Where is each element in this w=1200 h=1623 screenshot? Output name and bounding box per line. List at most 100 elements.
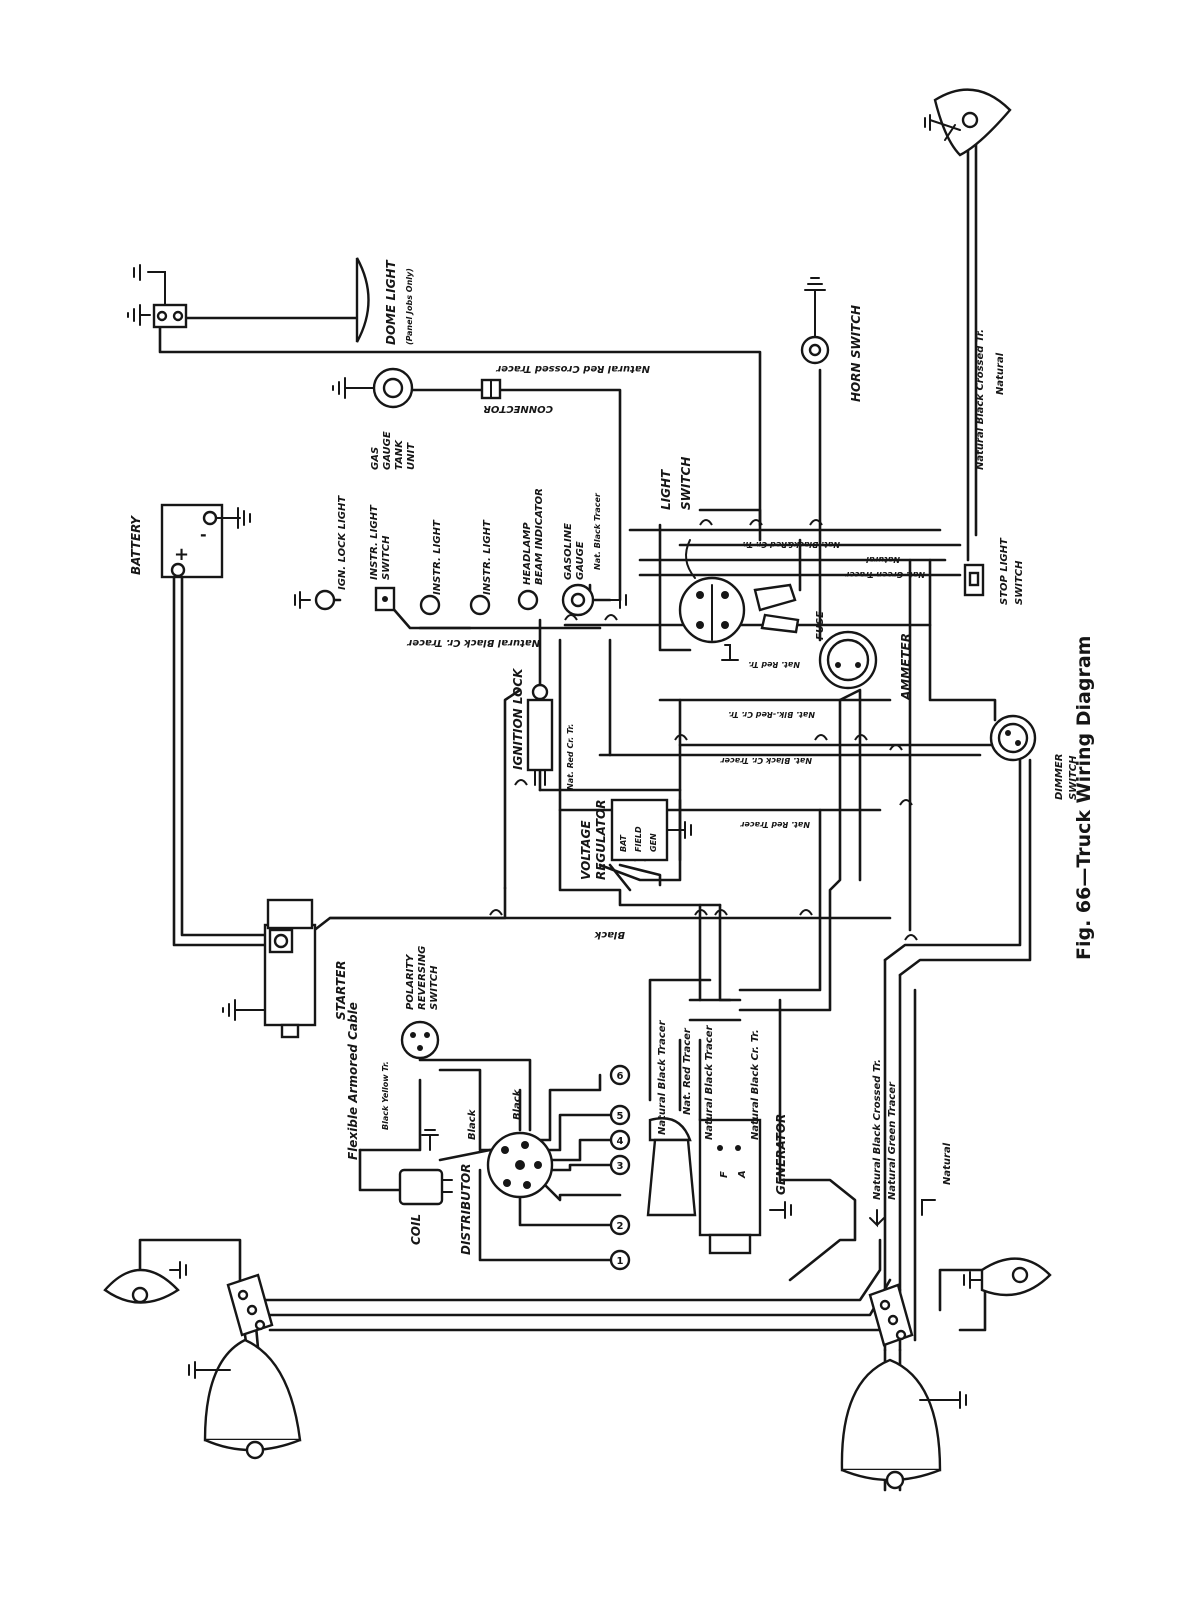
wire-nat-red-tr: Nat. Red Tr. [748, 660, 800, 669]
tank-label: TANK [394, 439, 405, 470]
fuse-label: FUSE [815, 611, 826, 640]
ammeter-label: AMMETER [899, 633, 913, 701]
wire-natural-top: Natural [995, 352, 1006, 395]
gasoline-gauge-label-2: GAUGE [575, 541, 586, 580]
wire-nat-red-tracer-2: Nat. Red Tracer [682, 1027, 693, 1115]
instr-light-label-1: INSTR. LIGHT [432, 519, 443, 595]
terminal-6: 6 [609, 1064, 631, 1086]
coil-label: COIL [409, 1214, 423, 1245]
wire-flexible-armored-cable: Flexible Armored Cable [346, 1002, 360, 1160]
svg-text:6: 6 [617, 1071, 624, 1082]
ignition-lock-label: IGNITION LOCK [511, 667, 525, 770]
wire-natural-red-crossed-tracer: Natural Red Crossed Tracer [495, 363, 650, 374]
svg-text:5: 5 [617, 1111, 624, 1122]
terminal-5: 5 [609, 1104, 631, 1126]
wire-natural-1: Natural [866, 555, 900, 564]
dome-light-label: DOME LIGHT [384, 260, 398, 345]
ammeter: AMMETER [818, 630, 913, 701]
stop-light-switch: STOP LIGHT SWITCH [963, 537, 1025, 605]
wire-natural-black-crossed-tr-top: Natural Black Crossed Tr. [975, 329, 986, 470]
battery-label: BATTERY [129, 515, 143, 575]
dimmer-switch: DIMMER SWITCH [989, 714, 1079, 800]
polarity-switch-label-1: POLARITY [405, 953, 416, 1010]
wire-natural-black-crossed-tr-bottom: Natural Black Crossed Tr. [872, 1059, 883, 1200]
wire-natural-bottom: Natural [942, 1142, 953, 1185]
starter-label: STARTER [334, 960, 348, 1020]
svg-text:4: 4 [617, 1136, 624, 1147]
dome-light: DOME LIGHT (Panel Jobs Only) [127, 257, 414, 345]
gauge-label: GAUGE [382, 431, 393, 470]
unit-label: UNIT [406, 442, 417, 470]
wire-nat-green-tracer: Nat. Green Tracer [844, 570, 925, 579]
starter: STARTER [222, 898, 348, 1039]
dimmer-switch-label-1: DIMMER [1054, 754, 1065, 800]
dash-lamps: IGN. LOCK LIGHT INSTR. LIGHT SWITCH INST… [294, 488, 627, 617]
gen-f-label: F [719, 1171, 730, 1178]
distributor: DISTRIBUTOR [459, 1131, 554, 1255]
generator-label: GENERATOR [774, 1114, 788, 1195]
wire-labels: Natural Red Crossed Tracer Natural Black… [346, 329, 1006, 1228]
ign-lock-light-label: IGN. LOCK LIGHT [337, 495, 348, 590]
spark-plug-terminals: 6 5 4 3 2 1 [609, 1064, 631, 1271]
terminal-4: 4 [609, 1129, 631, 1151]
stop-light-switch-label-2: SWITCH [1014, 560, 1025, 605]
left-lamps [103, 1261, 302, 1460]
reg-bat-label: BAT [619, 834, 628, 852]
figure-caption: Fig. 66—Truck Wiring Diagram [1073, 636, 1095, 960]
polarity-switch-label-2: REVERSING [417, 946, 428, 1010]
right-lamps [840, 1257, 1052, 1490]
wire-natural-black-cr-tr: Natural Black Cr. Tr. [750, 1029, 761, 1140]
wire-natural-black-tracer-2: Natural Black Tracer [704, 1024, 715, 1140]
wire-crossovers [489, 519, 918, 941]
wiring-harness [138, 128, 1032, 1492]
generator: F A GENERATOR [698, 1114, 792, 1255]
wire-natural-black-cr-tracer: Natural Black Cr. Tracer [406, 637, 540, 648]
gas-label: GAS [370, 447, 381, 470]
wire-natural-black-tracer-1: Natural Black Tracer [657, 1019, 668, 1135]
wire-nat-black-red-cr-tr: Nat. Black&Red Cr. Tr. [742, 540, 840, 549]
gas-gauge-tank-unit: GAS GAUGE TANK UNIT [332, 367, 417, 470]
svg-text:2: 2 [617, 1221, 624, 1232]
reg-gen-label: GEN [649, 833, 658, 852]
wire-black-1: Black [593, 929, 625, 940]
voltage-regulator-label-2: REGULATOR [594, 800, 608, 880]
nat-black-tracer-label: Nat. Black Tracer [593, 492, 602, 570]
connector: CONNECTOR [480, 378, 553, 414]
svg-text:3: 3 [617, 1161, 624, 1172]
terminal-2: 2 [609, 1214, 631, 1236]
distributor-label: DISTRIBUTOR [459, 1164, 473, 1255]
battery-minus-label: - [200, 525, 207, 544]
reg-field-label: FIELD [634, 826, 643, 852]
wire-black-2: Black [467, 1108, 478, 1140]
wire-natural-green-tracer: Natural Green Tracer [887, 1081, 898, 1200]
horn [646, 1117, 697, 1217]
voltage-regulator: BAT FIELD GEN VOLTAGE REGULATOR [579, 798, 692, 880]
instr-light-switch-label-1: INSTR. LIGHT [369, 504, 380, 580]
horn-switch-label: HORN SWITCH [849, 305, 863, 402]
light-switch: LIGHT SWITCH FUSE [659, 457, 826, 661]
horn-switch: HORN SWITCH [800, 277, 863, 402]
terminal-1: 1 [609, 1249, 631, 1271]
wire-nat-red-cr-tr: Nat. Red Cr. Tr. [566, 724, 575, 790]
wire-black-3: Black [512, 1088, 523, 1120]
stop-light-switch-label-1: STOP LIGHT [999, 537, 1010, 605]
headlamp-top-right [924, 88, 1012, 157]
headlamp-beam-label-2: BEAM INDICATOR [534, 488, 545, 585]
wire-black-yellow-tr: Black Yellow Tr. [381, 1061, 390, 1130]
wire-nat-red-tracer: Nat. Red Tracer [739, 820, 810, 829]
light-switch-label-2: SWITCH [679, 457, 693, 510]
gen-a-label: A [737, 1170, 748, 1179]
headlamp-beam-label-1: HEADLAMP [522, 522, 533, 585]
wire-nat-black-cr-tracer: Nat. Black Cr. Tracer [720, 756, 812, 765]
instr-light-label-2: INSTR. LIGHT [482, 519, 493, 595]
polarity-reversing-switch: POLARITY REVERSING SWITCH [400, 946, 440, 1060]
light-switch-label-1: LIGHT [659, 469, 673, 510]
gasoline-gauge-label-1: GASOLINE [563, 523, 574, 580]
polarity-switch-label-3: SWITCH [429, 965, 440, 1010]
battery: + - BATTERY [129, 503, 251, 579]
battery-plus-label: + [174, 544, 189, 565]
connector-label: CONNECTOR [483, 403, 553, 414]
ignition-lock: IGNITION LOCK [511, 667, 554, 786]
terminal-3: 3 [609, 1154, 631, 1176]
